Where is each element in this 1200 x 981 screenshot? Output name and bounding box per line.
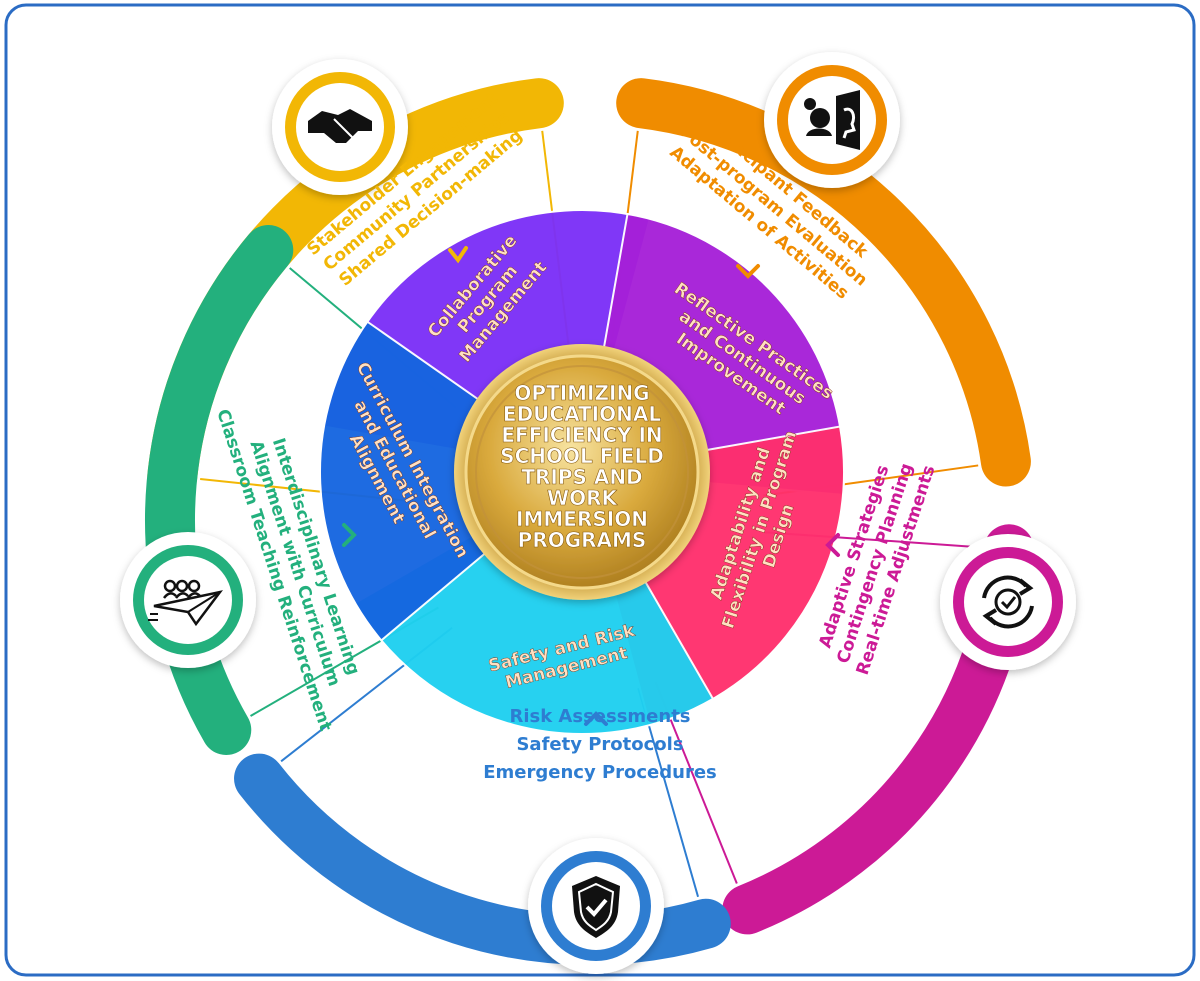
refresh-check-icon: [982, 575, 1034, 629]
center-coin: [454, 344, 710, 600]
feedback-faces-icon: [804, 90, 860, 150]
chevron-icon: [584, 711, 608, 726]
center-title-line: EDUCATIONAL: [503, 402, 661, 426]
chevron-icon: [736, 264, 760, 279]
ring-arc-reflective: [616, 78, 1031, 487]
badge-reflective: [764, 52, 900, 188]
center-title-line: TRIPS AND: [521, 465, 642, 489]
chevron-icon: [448, 246, 468, 264]
detail-line: Emergency Procedures: [483, 762, 717, 783]
handshake-icon: [308, 109, 372, 143]
center-title-line: PROGRAMS: [518, 528, 647, 552]
icon-badges: [120, 52, 1076, 974]
badge-collaborative: [272, 59, 408, 195]
paper-plane-group-icon: [148, 579, 223, 627]
center-title-line: OPTIMIZING: [514, 381, 649, 405]
chevron-icon: [825, 533, 840, 557]
chevron-icon: [342, 523, 357, 547]
center-title-line: SCHOOL FIELD: [500, 444, 664, 468]
center-title-line: IMMERSION: [516, 507, 648, 531]
center-title-line: EFFICIENCY IN: [501, 423, 662, 447]
badge-safety: [528, 838, 664, 974]
badge-adaptability: [940, 534, 1076, 670]
badge-curriculum: [120, 532, 256, 668]
shield-check-icon: [572, 876, 620, 938]
detail-line: Safety Protocols: [516, 734, 683, 755]
center-title-line: WORK: [547, 486, 618, 510]
